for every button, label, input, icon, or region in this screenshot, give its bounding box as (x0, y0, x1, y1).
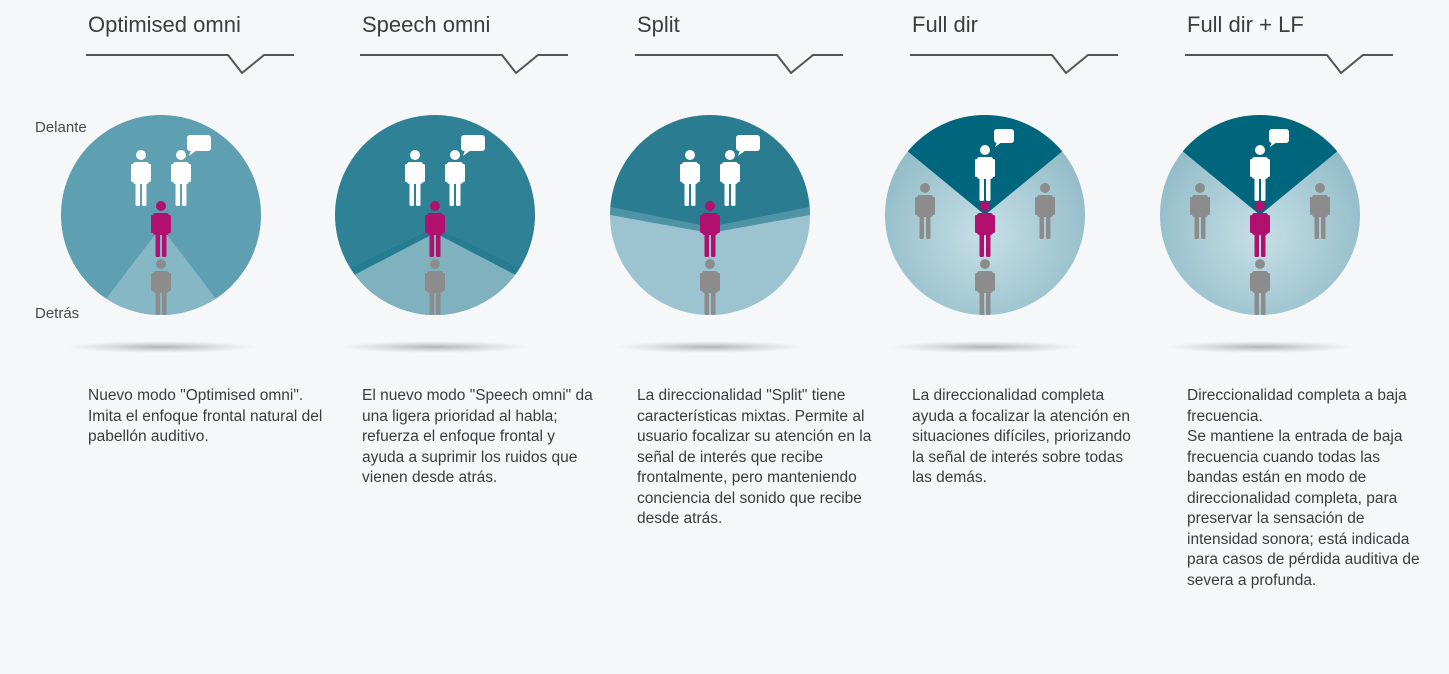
speech-bubble-icon (736, 135, 760, 151)
speech-bubble-icon (461, 135, 485, 151)
mode-optimised-omni: Optimised omni Nuevo modo "Optimised omn… (61, 0, 322, 674)
directionality-diagram (1160, 115, 1360, 353)
directionality-diagram (885, 115, 1085, 353)
circle-shadow (890, 341, 1080, 353)
speech-bubble-icon (994, 129, 1014, 143)
mode-description: La direccionalidad completa ayuda a foca… (912, 387, 1131, 486)
mode-description: Nuevo modo "Optimised omni". Imita el en… (88, 387, 323, 445)
mode-speech-omni: Speech omni El nuevo modo "Speech omni" … (335, 0, 593, 674)
title-divider (1185, 54, 1393, 74)
mode-title: Full dir (912, 12, 979, 37)
title-divider (910, 54, 1118, 74)
mode-title: Split (637, 12, 680, 37)
title-divider (86, 54, 294, 74)
back-label: Detrás (35, 305, 80, 322)
title-divider (635, 54, 843, 74)
circle-shadow (1165, 341, 1355, 353)
mode-description: Direccionalidad completa a baja frecuenc… (1187, 387, 1420, 589)
circle-shadow (340, 341, 530, 353)
title-divider (360, 54, 568, 74)
circle-shadow (66, 341, 256, 353)
mode-full-dir-lf: Full dir + LF Direccionalidad completa a… (1160, 0, 1420, 674)
mode-title: Optimised omni (88, 12, 241, 37)
mode-description: El nuevo modo "Speech omni" da una liger… (362, 387, 593, 486)
mode-description: La direccionalidad "Split" tiene caracte… (637, 387, 872, 527)
mode-split: Split La direccionalidad "Split" tiene c… (610, 0, 871, 674)
speech-bubble-icon (1269, 129, 1289, 143)
mode-full-dir: Full dir La direccionalidad completa ayu… (885, 0, 1142, 674)
directionality-diagram (335, 115, 535, 353)
mode-title: Speech omni (362, 12, 491, 37)
circle-shadow (615, 341, 805, 353)
directionality-diagram (610, 115, 810, 353)
front-label: Delante (35, 119, 87, 136)
speech-bubble-icon (187, 135, 211, 151)
directionality-diagram (61, 115, 261, 353)
mode-title: Full dir + LF (1187, 12, 1304, 37)
